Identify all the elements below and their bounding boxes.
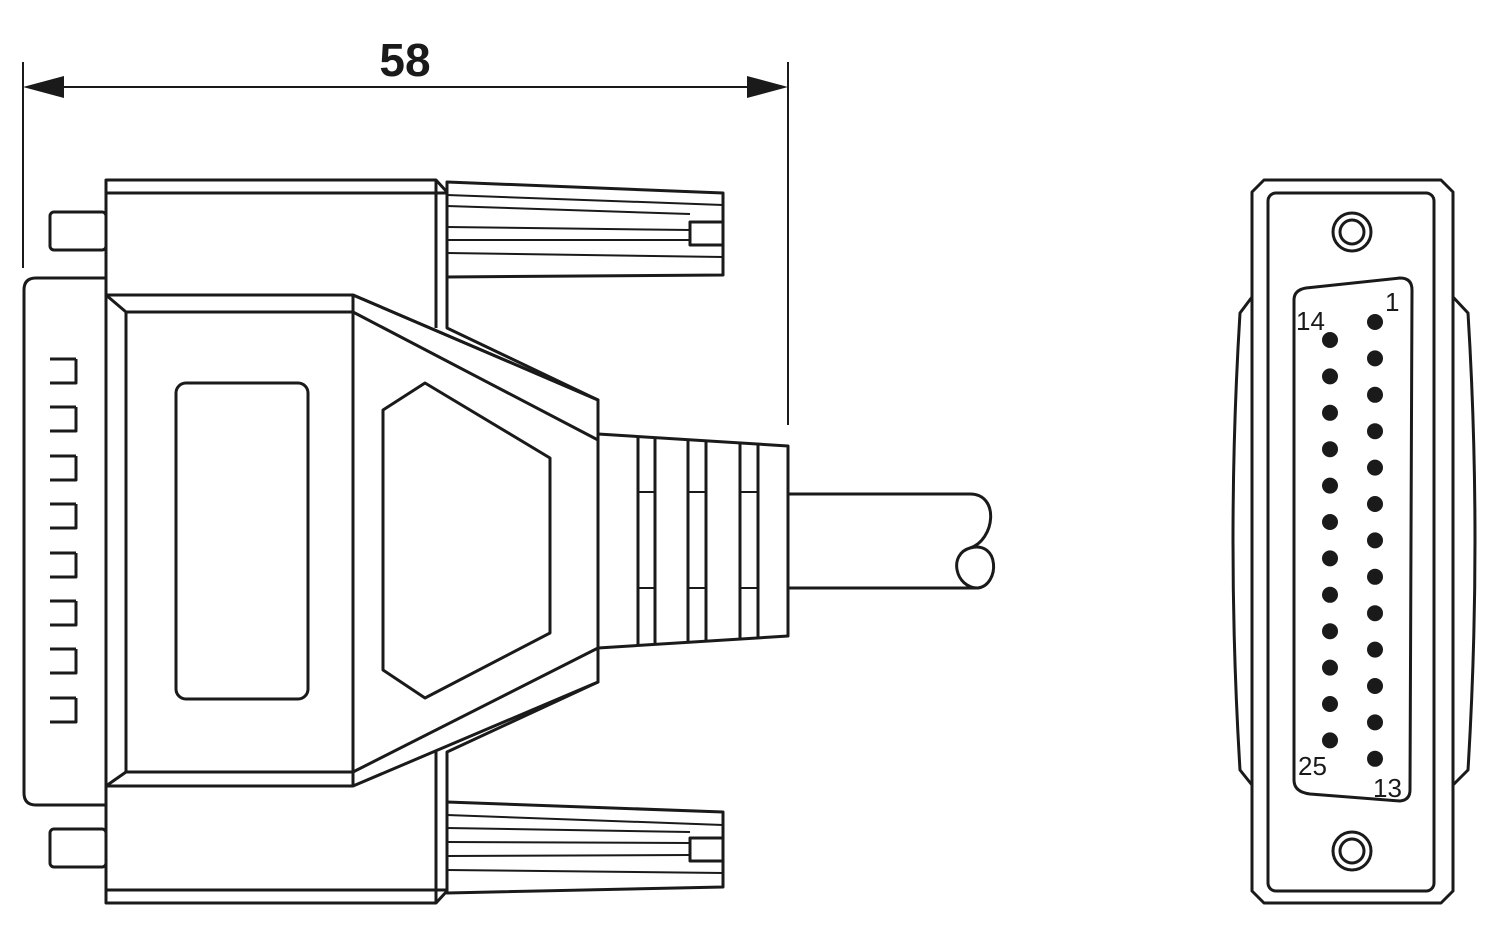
pin-13 — [1367, 750, 1383, 767]
cable — [788, 492, 995, 590]
front-view: 1 14 25 13 — [1231, 178, 1477, 905]
side-view — [22, 178, 995, 905]
pin-20 — [1322, 550, 1338, 567]
dimension-58: 58 — [22, 34, 789, 425]
screw-stub-top — [48, 210, 108, 252]
pin-17 — [1322, 441, 1338, 458]
screw-stub-bottom — [48, 827, 108, 869]
pin-3 — [1367, 386, 1383, 403]
strain-relief — [596, 432, 790, 650]
mounting-hole-bottom — [1331, 830, 1373, 872]
pin-7 — [1367, 532, 1383, 549]
front-side-flange-left — [1231, 295, 1254, 787]
pin-14 — [1322, 332, 1338, 348]
pin-label-25: 25 — [1298, 751, 1327, 781]
front-side-flange-right — [1451, 295, 1477, 787]
pin-15 — [1322, 368, 1338, 385]
pin-4 — [1367, 423, 1383, 440]
pin-12 — [1367, 714, 1383, 731]
pin-9 — [1367, 605, 1383, 622]
dsub-trapezoid — [1292, 276, 1414, 803]
hood-emboss — [381, 381, 552, 700]
pin-label-1: 1 — [1385, 287, 1399, 317]
pin-21 — [1322, 586, 1338, 603]
screw-lock-top — [445, 180, 725, 279]
pin-6 — [1367, 496, 1383, 512]
pin-11 — [1367, 678, 1383, 694]
pin-24 — [1322, 696, 1338, 712]
pin-label-14: 14 — [1296, 306, 1325, 336]
mounting-hole-top — [1331, 211, 1373, 253]
hood-body — [104, 178, 600, 905]
pin-1 — [1367, 314, 1383, 330]
pin-18 — [1322, 477, 1338, 494]
dimension-arrow-right — [747, 76, 788, 98]
pin-25 — [1322, 732, 1338, 749]
dimension-arrow-left — [23, 76, 64, 98]
pin-23 — [1322, 659, 1338, 676]
screw-lock-bottom — [445, 800, 725, 895]
dsub-shell — [22, 276, 108, 807]
pin-row-top — [1367, 314, 1383, 767]
dimension-label: 58 — [379, 34, 430, 86]
pin-8 — [1367, 568, 1383, 585]
label-window — [174, 381, 310, 701]
pin-19 — [1322, 514, 1338, 530]
pin-label-13: 13 — [1373, 773, 1402, 803]
pin-16 — [1322, 404, 1338, 421]
pin-10 — [1367, 641, 1383, 658]
pin-5 — [1367, 459, 1383, 476]
pin-row-bottom — [1322, 332, 1338, 749]
front-flange-inner — [1266, 191, 1436, 893]
pin-22 — [1322, 623, 1338, 640]
pin-2 — [1367, 350, 1383, 367]
